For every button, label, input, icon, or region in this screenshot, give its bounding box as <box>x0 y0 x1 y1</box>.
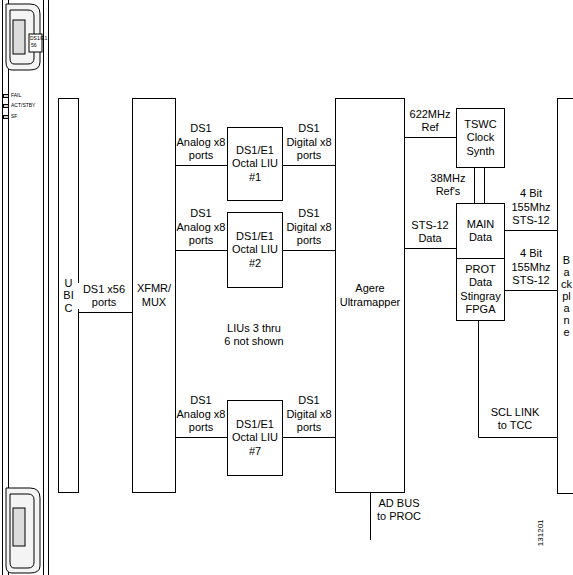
signal-connector <box>79 312 132 313</box>
bus-label: AD BUS to PROC <box>376 497 422 523</box>
signal-label: DS1 Analog x8 ports <box>176 122 226 162</box>
signal-connector <box>283 437 335 438</box>
signal-connector <box>283 250 335 251</box>
wire-segment <box>405 248 456 249</box>
wire-segment <box>283 250 335 251</box>
signal-label: DS1 Analog x8 ports <box>176 394 226 434</box>
signal-connector <box>479 321 558 438</box>
signal-label: 38MHz Ref's <box>428 172 468 198</box>
mapper-chip: Agere Ultramapper <box>335 98 405 493</box>
signal-label: DS1 Analog x8 ports <box>176 207 226 247</box>
wire-segment <box>176 250 227 251</box>
signal-label: DS1 Digital x8 ports <box>284 122 334 162</box>
signal-connector <box>176 437 227 438</box>
signal-label: DS1 x56 ports <box>77 283 131 309</box>
note-text: LIUs 3 thru 6 not shown <box>223 322 285 348</box>
signal-connector <box>176 250 227 251</box>
ad-bus-line <box>370 493 371 540</box>
wire-segment <box>283 437 335 438</box>
backplane-block: Backplane <box>557 98 573 494</box>
signal-label: DS1 Digital x8 ports <box>284 394 334 434</box>
box-text: Agere Ultramapper <box>337 282 403 308</box>
box-text: DS1/E1 Octal LIU #2 <box>229 230 281 270</box>
wire-segment <box>405 137 456 138</box>
signal-label: 622MHz Ref <box>405 108 455 134</box>
signal-label: 4 Bit 155Mhz STS-12 <box>506 187 556 227</box>
liu-chip: DS1/E1 Octal LIU #2 <box>227 212 283 288</box>
wire-segment <box>79 312 132 313</box>
card-name: 56 <box>31 43 43 49</box>
transformer-mux-block: XFMR/MUX <box>132 98 176 493</box>
box-text: DS1/E1 Octal LIU #1 <box>229 144 281 184</box>
signal-connector <box>283 165 335 166</box>
box-text: DS1/E1 Octal LIU #7 <box>229 418 281 458</box>
box-text: MAIN Data <box>458 218 503 244</box>
wire-segment <box>484 168 485 203</box>
box-text: Backplane <box>561 254 572 339</box>
wire-segment <box>505 290 557 291</box>
signal-connector <box>176 165 227 166</box>
signal-connector <box>405 248 456 249</box>
box-text: TSWC Clock Synth <box>458 118 503 158</box>
signal-label: STS-12 Data <box>405 219 455 245</box>
signal-connector <box>505 290 557 291</box>
led-label: SF <box>11 114 41 120</box>
figure-number: 131201 <box>536 513 546 553</box>
wire-segment <box>505 230 557 231</box>
card-name: DS1/E1 <box>30 36 44 42</box>
wire-segment <box>176 437 227 438</box>
signal-connector <box>475 168 485 203</box>
box-text: UBIC <box>63 277 74 313</box>
box-text: PROT Data Stingray FPGA <box>458 263 503 316</box>
liu-chip: DS1/E1 Octal LIU #7 <box>227 400 283 476</box>
clock-synth-block: TSWC Clock Synth <box>456 108 505 168</box>
fpga-main-section: MAIN Data <box>456 203 505 259</box>
signal-label: SCL LINK to TCC <box>487 406 543 432</box>
signal-label: 4 Bit 155Mhz STS-12 <box>506 247 556 287</box>
ubic-block: UBIC <box>58 98 79 493</box>
faceplate <box>3 0 49 575</box>
signal-connector <box>405 137 456 138</box>
wire-segment <box>283 165 335 166</box>
wire-segment <box>474 168 475 203</box>
fpga-prot-section: PROT Data Stingray FPGA <box>456 258 505 321</box>
led-label: FAIL <box>11 93 41 99</box>
signal-connector <box>505 230 557 231</box>
signal-label: DS1 Digital x8 ports <box>284 207 334 247</box>
wire-segment <box>479 321 558 438</box>
led-label: ACT/STBY <box>11 103 41 109</box>
liu-chip: DS1/E1 Octal LIU #1 <box>227 127 283 201</box>
box-text: XFMR/MUX <box>134 282 174 308</box>
wire-segment <box>176 165 227 166</box>
